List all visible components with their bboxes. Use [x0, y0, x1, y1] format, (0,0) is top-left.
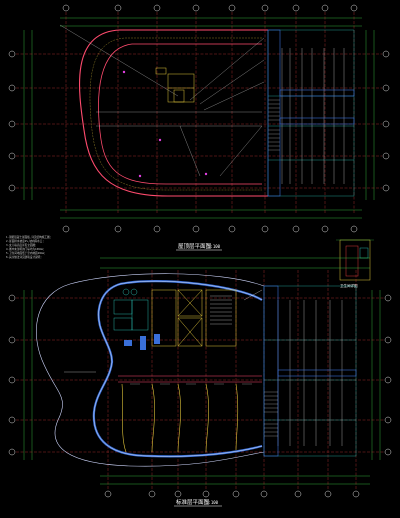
top-plan-scale: 1:100 [208, 244, 221, 249]
office-partitions [118, 375, 262, 383]
core-stair-treads [210, 295, 232, 325]
bottom-plan-dimension-lines [23, 257, 381, 485]
top-plan-facade-grid [267, 29, 355, 197]
floor-slab-edge [36, 273, 265, 467]
toilet-fixtures [113, 288, 149, 331]
standard-floor-plan [8, 257, 392, 498]
note-line-6: 6.其余做法详见建筑设计说明; [6, 255, 42, 259]
top-plan-title: 屋顶层平面图 1:100 [176, 242, 222, 251]
roof-slope-lines [59, 24, 265, 177]
roof-curved-edge [79, 29, 268, 197]
top-floor-plan [8, 4, 390, 233]
top-plan-axis-lines [16, 12, 382, 214]
note-line-5: 5.卫生间地面低于室内地面20mm; [6, 251, 45, 255]
top-plan-axis-bubbles [8, 4, 390, 233]
building-core [151, 289, 237, 347]
toilet-detail: 卫生间详图 [336, 239, 374, 288]
top-plan-window-frames [267, 29, 355, 197]
bottom-plan-stair-treads [264, 391, 278, 437]
leader-lines [64, 289, 263, 373]
bottom-plan-title-text: 标准层平面图 [176, 498, 210, 506]
gutter-line [89, 37, 262, 191]
parapet-inner-curve [98, 43, 262, 185]
detail-title: 卫生间详图 [340, 283, 358, 288]
bottom-plan-title: 标准层平面图 1:100 [174, 498, 222, 507]
top-plan-dimension-lines [23, 17, 375, 219]
bottom-plan-mullions [277, 300, 343, 446]
office-walls [121, 383, 239, 453]
top-plan-mullions [281, 48, 345, 184]
core-shafts [124, 334, 160, 350]
roof-equipment-room [155, 67, 195, 103]
design-notes: 1.钢筋混凝土屋面板,详见结构施工图; 2.屋面排水坡度2%,坡向雨水口; 3.… [6, 235, 51, 259]
note-line-4: 4.图中未注明的门垛均为100mm; [6, 247, 44, 251]
bottom-plan-scale: 1:100 [206, 500, 219, 505]
note-line-3: 3.女儿墙高度详见立面图; [6, 243, 37, 247]
top-plan-title-text: 屋顶层平面图 [178, 242, 212, 250]
bottom-plan-window-frames [263, 285, 357, 457]
roof-drain-markers [122, 70, 208, 178]
note-line-1: 1.钢筋混凝土屋面板,详见结构施工图; [6, 235, 51, 239]
bottom-plan-axis-bubbles [8, 294, 392, 498]
top-plan-stair-treads [268, 99, 280, 151]
note-line-2: 2.屋面排水坡度2%,坡向雨水口; [6, 239, 44, 243]
